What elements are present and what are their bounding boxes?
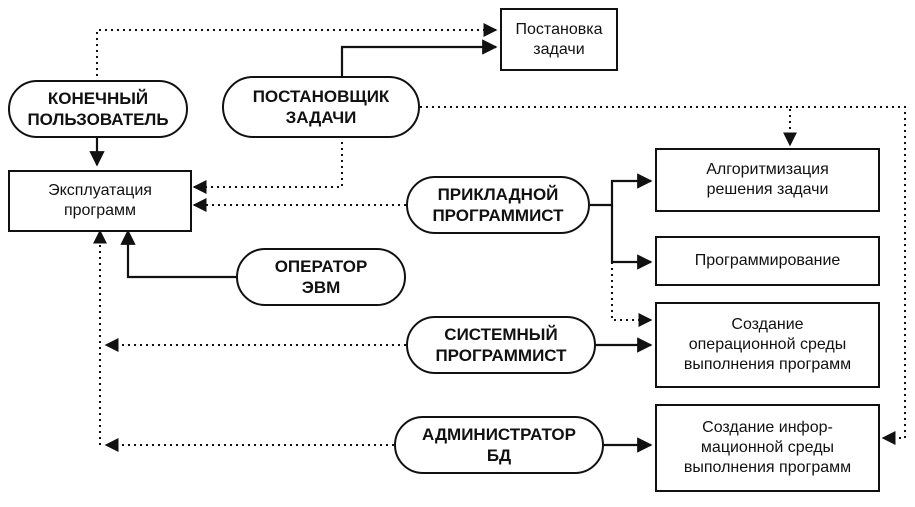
postanovshchik-label: ПОСТАНОВЩИК ЗАДАЧИ — [252, 86, 390, 127]
operator-evm-label: ОПЕРАТОР ЭВМ — [274, 256, 368, 297]
sistemny-programmist-node: СИСТЕМНЫЙ ПРОГРАММИСТ — [406, 316, 596, 374]
postanovka-label: Постановка задачи — [515, 20, 603, 58]
administrator-bd-label: АДМИНИСТРАТОР БД — [422, 424, 576, 465]
arrow-operator-to-ekspluatatsiya — [120, 229, 238, 279]
sozdanie-operatsionnoy-sredy-label: Создание операционной среды выполнения п… — [683, 316, 852, 373]
ekspluatatsiya-box: Эксплуатация программ — [8, 170, 192, 232]
prikladnoy-programmist-node: ПРИКЛАДНОЙ ПРОГРАММИСТ — [406, 176, 590, 234]
arrow-postanovshchik-to-postanovka — [340, 39, 498, 78]
postanovshchik-node: ПОСТАНОВЩИК ЗАДАЧИ — [222, 76, 420, 138]
dotted-postanovshchik-to-ekspluatatsiya — [192, 136, 343, 194]
dotted-konechny-to-postanovka — [96, 23, 498, 82]
programmirovanie-label: Программирование — [694, 252, 841, 269]
dotted-postanovshchik-to-algoritmizatsiya — [420, 106, 797, 147]
postanovka-box: Постановка задачи — [500, 8, 618, 71]
sozdanie-informatsionnoy-sredy-box: Создание инфор- мационной среды выполнен… — [655, 404, 880, 492]
algoritmizatsiya-box: Алгоритмизация решения задачи — [655, 148, 880, 212]
prikladnoy-programmist-label: ПРИКЛАДНОЙ ПРОГРАММИСТ — [432, 184, 564, 225]
dotted-postanovshchik-to-sozdanie-inf — [790, 106, 906, 445]
sistemny-programmist-label: СИСТЕМНЫЙ ПРОГРАММИСТ — [435, 324, 567, 365]
administrator-bd-node: АДМИНИСТРАТОР БД — [394, 416, 604, 474]
konechny-polzovatel-label: КОНЕЧНЫЙ ПОЛЬЗОВАТЕЛЬ — [27, 88, 169, 129]
algoritmizatsiya-label: Алгоритмизация решения задачи — [706, 161, 829, 198]
programmirovanie-box: Программирование — [655, 236, 880, 286]
dotted-prikladnoy-to-sozdanie-op — [611, 262, 653, 327]
konechny-polzovatel-node: КОНЕЧНЫЙ ПОЛЬЗОВАТЕЛЬ — [8, 80, 188, 138]
arrow-prikladnoy-to-algoritmizatsiya — [590, 173, 653, 207]
sozdanie-operatsionnoy-sredy-box: Создание операционной среды выполнения п… — [655, 302, 880, 388]
sozdanie-informatsionnoy-sredy-label: Создание инфор- мационной среды выполнен… — [683, 419, 852, 476]
ekspluatatsiya-label: Эксплуатация программ — [48, 182, 152, 219]
operator-evm-node: ОПЕРАТОР ЭВМ — [236, 248, 406, 306]
arrow-prikladnoy-to-programmirovanie — [610, 205, 653, 270]
